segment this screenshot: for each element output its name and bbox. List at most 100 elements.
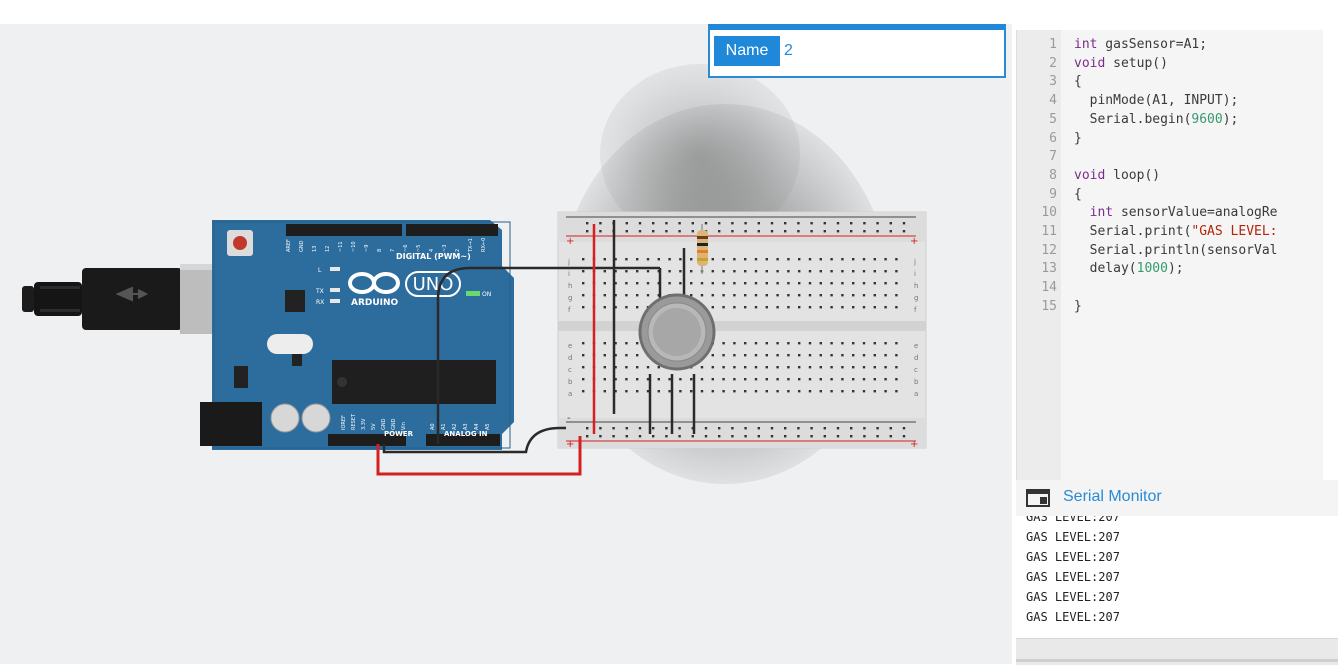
breadboard-hole[interactable] <box>787 342 790 345</box>
breadboard-hole[interactable] <box>638 427 642 430</box>
breadboard-hole[interactable] <box>841 366 844 369</box>
breadboard-hole[interactable] <box>733 270 736 273</box>
breadboard-hole[interactable] <box>808 342 812 345</box>
breadboard-hole[interactable] <box>718 435 721 438</box>
breadboard-hole[interactable] <box>733 294 736 297</box>
breadboard-hole[interactable] <box>754 282 758 285</box>
breadboard-hole[interactable] <box>873 366 876 369</box>
breadboard-hole[interactable] <box>722 354 725 357</box>
breadboard-hole[interactable] <box>784 435 787 438</box>
breadboard-hole[interactable] <box>787 282 790 285</box>
breadboard-hole[interactable] <box>884 282 887 285</box>
breadboard-hole[interactable] <box>852 258 855 261</box>
breadboard-hole[interactable] <box>722 342 725 345</box>
breadboard-hole[interactable] <box>586 222 589 225</box>
breadboard-hole[interactable] <box>841 306 844 309</box>
breadboard-hole[interactable] <box>765 354 768 357</box>
breadboard-hole[interactable] <box>776 306 779 309</box>
breadboard-hole[interactable] <box>668 282 671 285</box>
breadboard-hole[interactable] <box>889 222 892 225</box>
breadboard-hole[interactable] <box>754 258 758 261</box>
breadboard-hole[interactable] <box>841 282 844 285</box>
breadboard-hole[interactable] <box>787 366 790 369</box>
breadboard-hole[interactable] <box>733 378 736 381</box>
breadboard-hole[interactable] <box>636 354 639 357</box>
breadboard-hole[interactable] <box>852 354 855 357</box>
breadboard-hole[interactable] <box>668 258 671 261</box>
breadboard-hole[interactable] <box>810 230 813 233</box>
breadboard-hole[interactable] <box>744 390 747 393</box>
breadboard-hole[interactable] <box>884 342 887 345</box>
code-line[interactable]: Serial.begin(9600); <box>1074 111 1239 127</box>
breadboard-hole[interactable] <box>765 270 768 273</box>
breadboard-hole[interactable] <box>625 342 628 345</box>
breadboard-hole[interactable] <box>754 378 758 381</box>
breadboard-hole[interactable] <box>765 306 768 309</box>
wires[interactable] <box>376 220 696 476</box>
breadboard-hole[interactable] <box>787 258 790 261</box>
breadboard-hole[interactable] <box>603 270 606 273</box>
breadboard-hole[interactable] <box>722 294 725 297</box>
breadboard-hole[interactable] <box>625 378 628 381</box>
breadboard-hole[interactable] <box>599 427 602 430</box>
breadboard-hole[interactable] <box>582 366 585 369</box>
breadboard-hole[interactable] <box>657 258 660 261</box>
breadboard-hole[interactable] <box>582 270 585 273</box>
breadboard-hole[interactable] <box>830 282 833 285</box>
breadboard-hole[interactable] <box>711 390 714 393</box>
breadboard-hole[interactable] <box>744 222 747 225</box>
breadboard-hole[interactable] <box>884 258 887 261</box>
breadboard-hole[interactable] <box>850 222 853 225</box>
breadboard-hole[interactable] <box>808 258 812 261</box>
breadboard-hole[interactable] <box>744 294 747 297</box>
breadboard-hole[interactable] <box>784 230 787 233</box>
breadboard-hole[interactable] <box>808 306 812 309</box>
breadboard-hole[interactable] <box>850 230 853 233</box>
breadboard-hole[interactable] <box>665 230 668 233</box>
breadboard-hole[interactable] <box>678 435 681 438</box>
breadboard-hole[interactable] <box>614 270 617 273</box>
breadboard-hole[interactable] <box>744 435 747 438</box>
breadboard-hole[interactable] <box>582 258 585 261</box>
breadboard-hole[interactable] <box>808 378 812 381</box>
breadboard-hole[interactable] <box>819 342 822 345</box>
breadboard-hole[interactable] <box>841 354 844 357</box>
breadboard-hole[interactable] <box>873 282 876 285</box>
breadboard-hole[interactable] <box>850 435 853 438</box>
breadboard-hole[interactable] <box>700 294 704 297</box>
breadboard-hole[interactable] <box>895 294 898 297</box>
breadboard-hole[interactable] <box>765 294 768 297</box>
breadboard-hole[interactable] <box>636 306 639 309</box>
breadboard-hole[interactable] <box>797 230 800 233</box>
breadboard-hole[interactable] <box>808 354 812 357</box>
breadboard-hole[interactable] <box>690 270 693 273</box>
breadboard-hole[interactable] <box>711 282 714 285</box>
breadboard-hole[interactable] <box>754 306 758 309</box>
breadboard-hole[interactable] <box>830 342 833 345</box>
breadboard-hole[interactable] <box>823 222 826 225</box>
breadboard-hole[interactable] <box>636 366 639 369</box>
breadboard-hole[interactable] <box>731 230 734 233</box>
breadboard-hole[interactable] <box>830 354 833 357</box>
breadboard-hole[interactable] <box>798 390 801 393</box>
breadboard-hole[interactable] <box>862 306 866 309</box>
breadboard-hole[interactable] <box>733 342 736 345</box>
breadboard-hole[interactable] <box>757 427 760 430</box>
breadboard-hole[interactable] <box>810 427 813 430</box>
breadboard-hole[interactable] <box>841 378 844 381</box>
breadboard-hole[interactable] <box>690 258 693 261</box>
breadboard-hole[interactable] <box>690 294 693 297</box>
breadboard-hole[interactable] <box>902 230 906 233</box>
breadboard-hole[interactable] <box>876 427 879 430</box>
breadboard-hole[interactable] <box>823 230 826 233</box>
breadboard-hole[interactable] <box>711 258 714 261</box>
breadboard-hole[interactable] <box>691 230 694 233</box>
breadboard-hole[interactable] <box>873 306 876 309</box>
breadboard-hole[interactable] <box>603 306 606 309</box>
breadboard-hole[interactable] <box>582 354 585 357</box>
breadboard-hole[interactable] <box>582 342 585 345</box>
breadboard-hole[interactable] <box>636 390 639 393</box>
breadboard-hole[interactable] <box>754 342 758 345</box>
breadboard-hole[interactable] <box>711 366 714 369</box>
